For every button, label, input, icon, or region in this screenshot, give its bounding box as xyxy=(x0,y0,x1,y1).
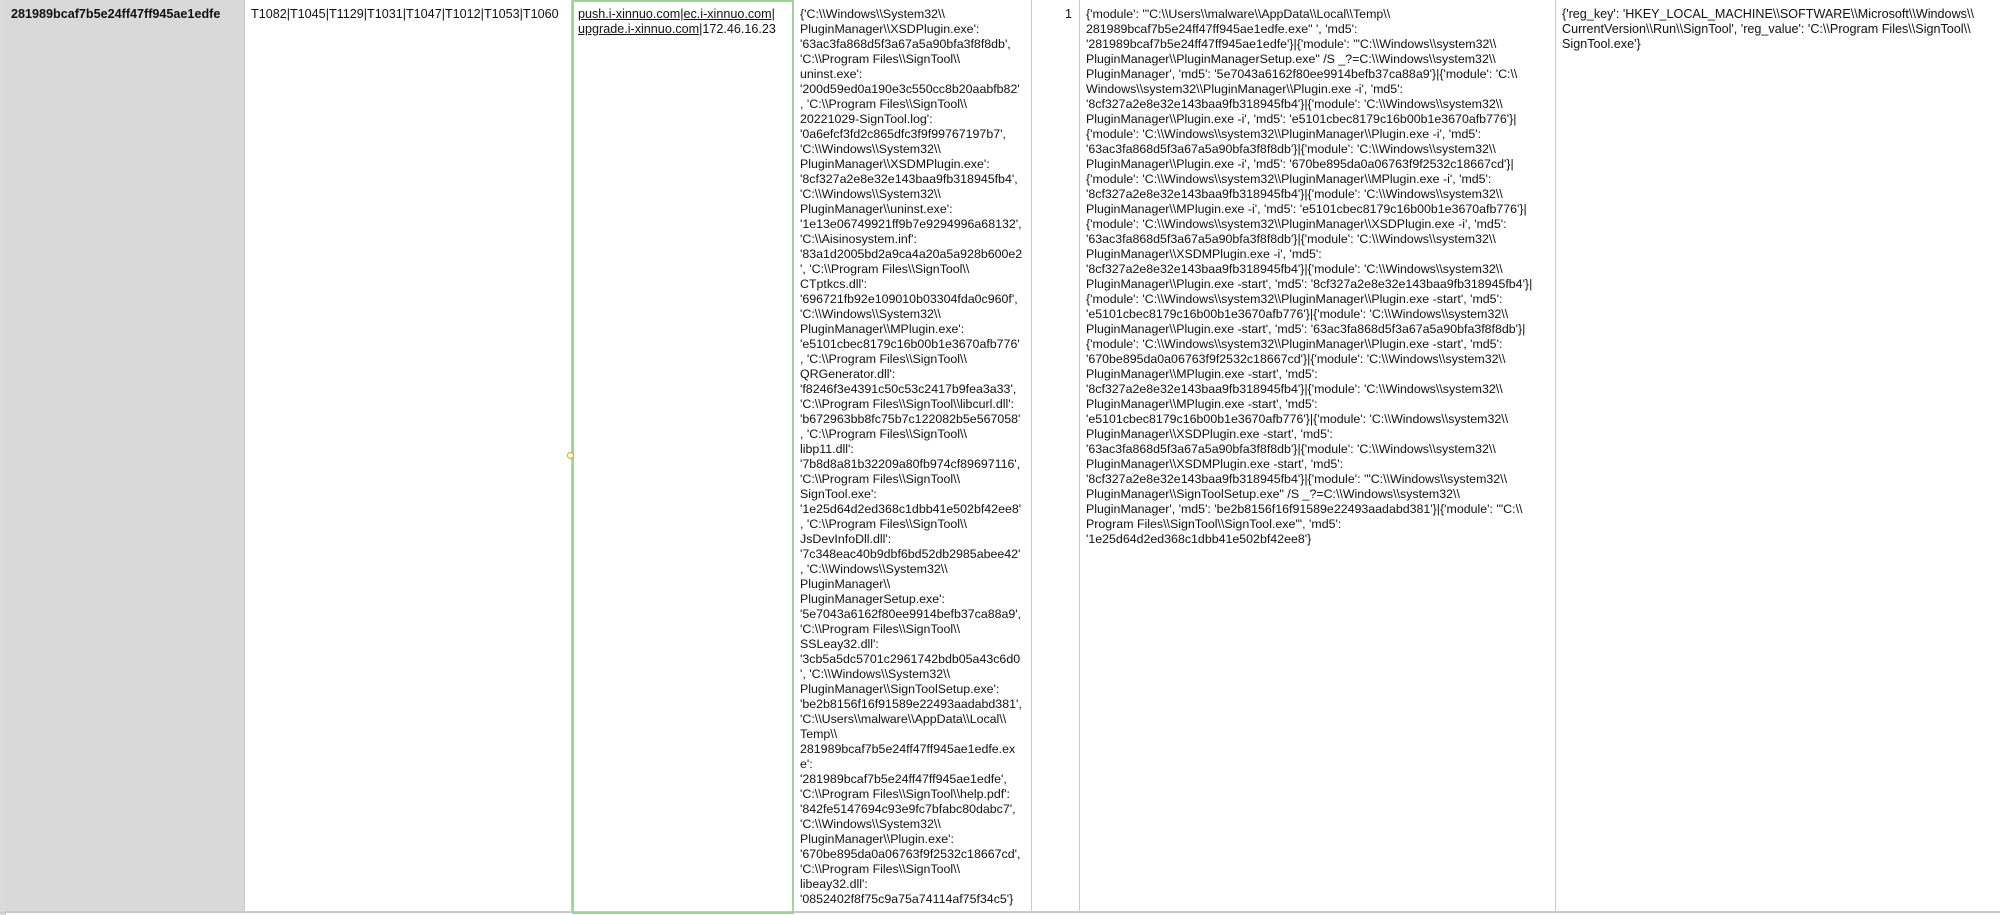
row-bottom-gridline xyxy=(0,912,2000,913)
domains-ip: |172.46.16.23 xyxy=(699,22,776,36)
cell-sample-hash[interactable]: 281989bcaf7b5e24ff47ff945ae1edfe xyxy=(5,0,245,912)
cell-count[interactable]: 1 xyxy=(1032,0,1080,912)
cell-attack-techniques[interactable]: T1082|T1045|T1129|T1031|T1047|T1012|T105… xyxy=(245,0,572,912)
cell-network-domains[interactable]: push.i-xinnuo.com|ec.i-xinnuo.com| upgra… xyxy=(572,0,794,912)
resize-handle[interactable] xyxy=(567,452,574,459)
cell-registry-keys[interactable]: {'reg_key': 'HKEY_LOCAL_MACHINE\\SOFTWAR… xyxy=(1556,0,2000,912)
domains-link-upgrade[interactable]: upgrade.i-xinnuo.com xyxy=(578,22,700,36)
cell-process-tree[interactable]: {'module': '"C:\\Users\\malware\\AppData… xyxy=(1080,0,1556,912)
domains-line-1[interactable]: push.i-xinnuo.com|ec.i-xinnuo.com| xyxy=(578,7,775,21)
cell-dropped-files[interactable]: {'C:\\Windows\\System32\\ PluginManager\… xyxy=(794,0,1032,912)
